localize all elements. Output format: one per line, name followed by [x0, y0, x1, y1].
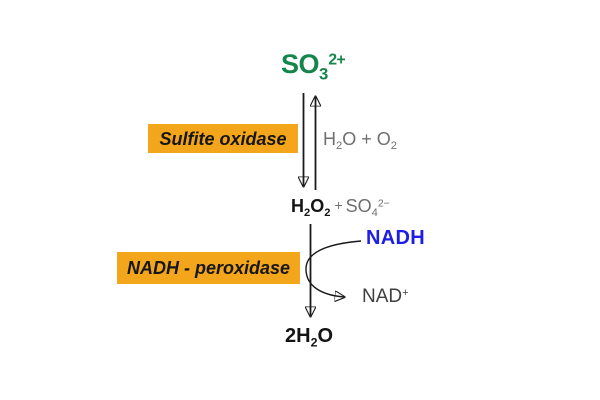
enzyme2-label-text: NADH - peroxidase: [126, 258, 291, 278]
substrate-so3-formula: SO32+: [281, 49, 346, 84]
cofactors1-part1: H: [323, 129, 336, 149]
nadh-nad-curved-arrow: [305, 240, 362, 297]
enzyme1-label-text: Sulfite oxidase: [159, 128, 287, 149]
peroxide-sub2: 2: [324, 207, 331, 220]
sulfate-base: SO: [345, 196, 372, 216]
nadh-text: NADH: [366, 227, 425, 249]
nad-superscript: +: [402, 286, 409, 299]
nad-base: NAD: [362, 286, 403, 307]
nad-plus-label: NAD+: [362, 287, 409, 306]
cofactors1-sub2: 2: [390, 140, 397, 153]
product-part1: 2H: [285, 325, 311, 347]
enzyme-label-nadh-peroxidase: NADH - peroxidase: [117, 252, 300, 284]
sulfate-superscript: 2−: [377, 198, 390, 210]
nadh-label: NADH: [366, 228, 425, 248]
cofactors1-part2: O + O: [342, 129, 391, 149]
plus-sign: +: [334, 197, 343, 213]
sulfate-subscript: 4: [371, 207, 378, 220]
intermediate-products: H2O2+SO42−: [291, 197, 390, 219]
substrate-base: SO: [281, 49, 320, 79]
cofactors1-sub1: 2: [336, 140, 343, 153]
sulfate-formula: SO42−: [345, 196, 390, 220]
product-2h2o-formula: 2H2O: [285, 326, 333, 349]
peroxide-part2: O: [310, 196, 325, 216]
product-sub1: 2: [310, 335, 318, 350]
peroxide-formula: H2O2: [291, 196, 331, 220]
substrate-superscript: 2+: [328, 51, 346, 69]
byproducts-h2o-o2: H2O + O2: [323, 130, 397, 152]
peroxide-sub1: 2: [304, 207, 311, 220]
enzyme-label-sulfite-oxidase: Sulfite oxidase: [148, 124, 298, 153]
peroxide-part1: H: [291, 196, 304, 216]
product-part2: O: [317, 325, 334, 347]
substrate-subscript: 3: [319, 64, 329, 84]
